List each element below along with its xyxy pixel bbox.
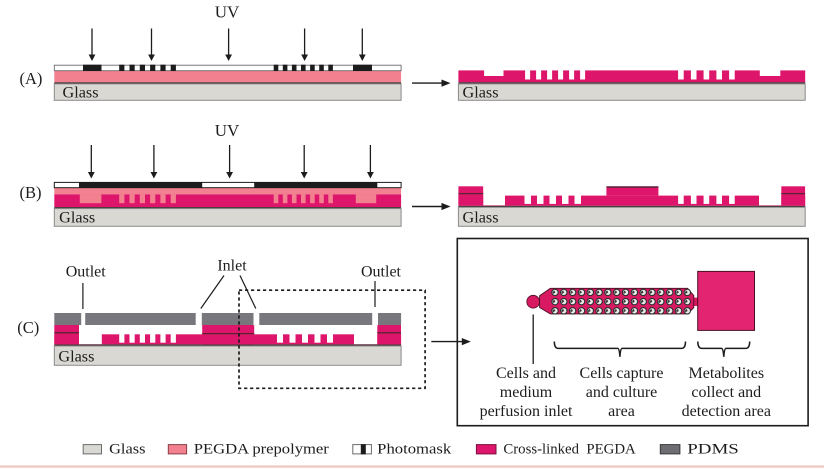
svg-text:and culture: and culture	[586, 384, 658, 401]
svg-text:UV: UV	[215, 121, 240, 140]
svg-text:collect and: collect and	[691, 384, 761, 401]
svg-text:Cells and: Cells and	[496, 365, 556, 382]
svg-text:Glass: Glass	[58, 348, 94, 365]
svg-text:perfusion inlet: perfusion inlet	[480, 403, 573, 420]
svg-text:detection area: detection area	[682, 403, 771, 420]
svg-text:Cross-linked PEGDA: Cross-linked PEGDA	[503, 442, 635, 458]
svg-text:Glass: Glass	[463, 209, 499, 226]
svg-text:Glass: Glass	[463, 85, 499, 102]
svg-text:area: area	[608, 403, 635, 420]
svg-text:PDMS: PDMS	[687, 442, 739, 458]
svg-text:(B): (B)	[20, 183, 42, 202]
svg-text:Outlet: Outlet	[361, 264, 402, 281]
svg-text:Inlet: Inlet	[217, 258, 247, 275]
svg-text:Metabolites: Metabolites	[689, 365, 765, 382]
svg-text:Glass: Glass	[63, 85, 99, 102]
svg-text:(C): (C)	[17, 318, 39, 337]
svg-text:Glass: Glass	[109, 442, 146, 458]
svg-text:Cells capture: Cells capture	[580, 365, 664, 382]
svg-text:(A): (A)	[20, 69, 43, 88]
svg-text:Glass: Glass	[59, 209, 95, 226]
svg-text:Photomask: Photomask	[377, 442, 452, 458]
svg-text:UV: UV	[215, 3, 240, 22]
svg-text:PEGDA prepolymer: PEGDA prepolymer	[194, 442, 329, 458]
svg-text:medium: medium	[500, 384, 553, 401]
svg-text:Outlet: Outlet	[66, 264, 107, 281]
